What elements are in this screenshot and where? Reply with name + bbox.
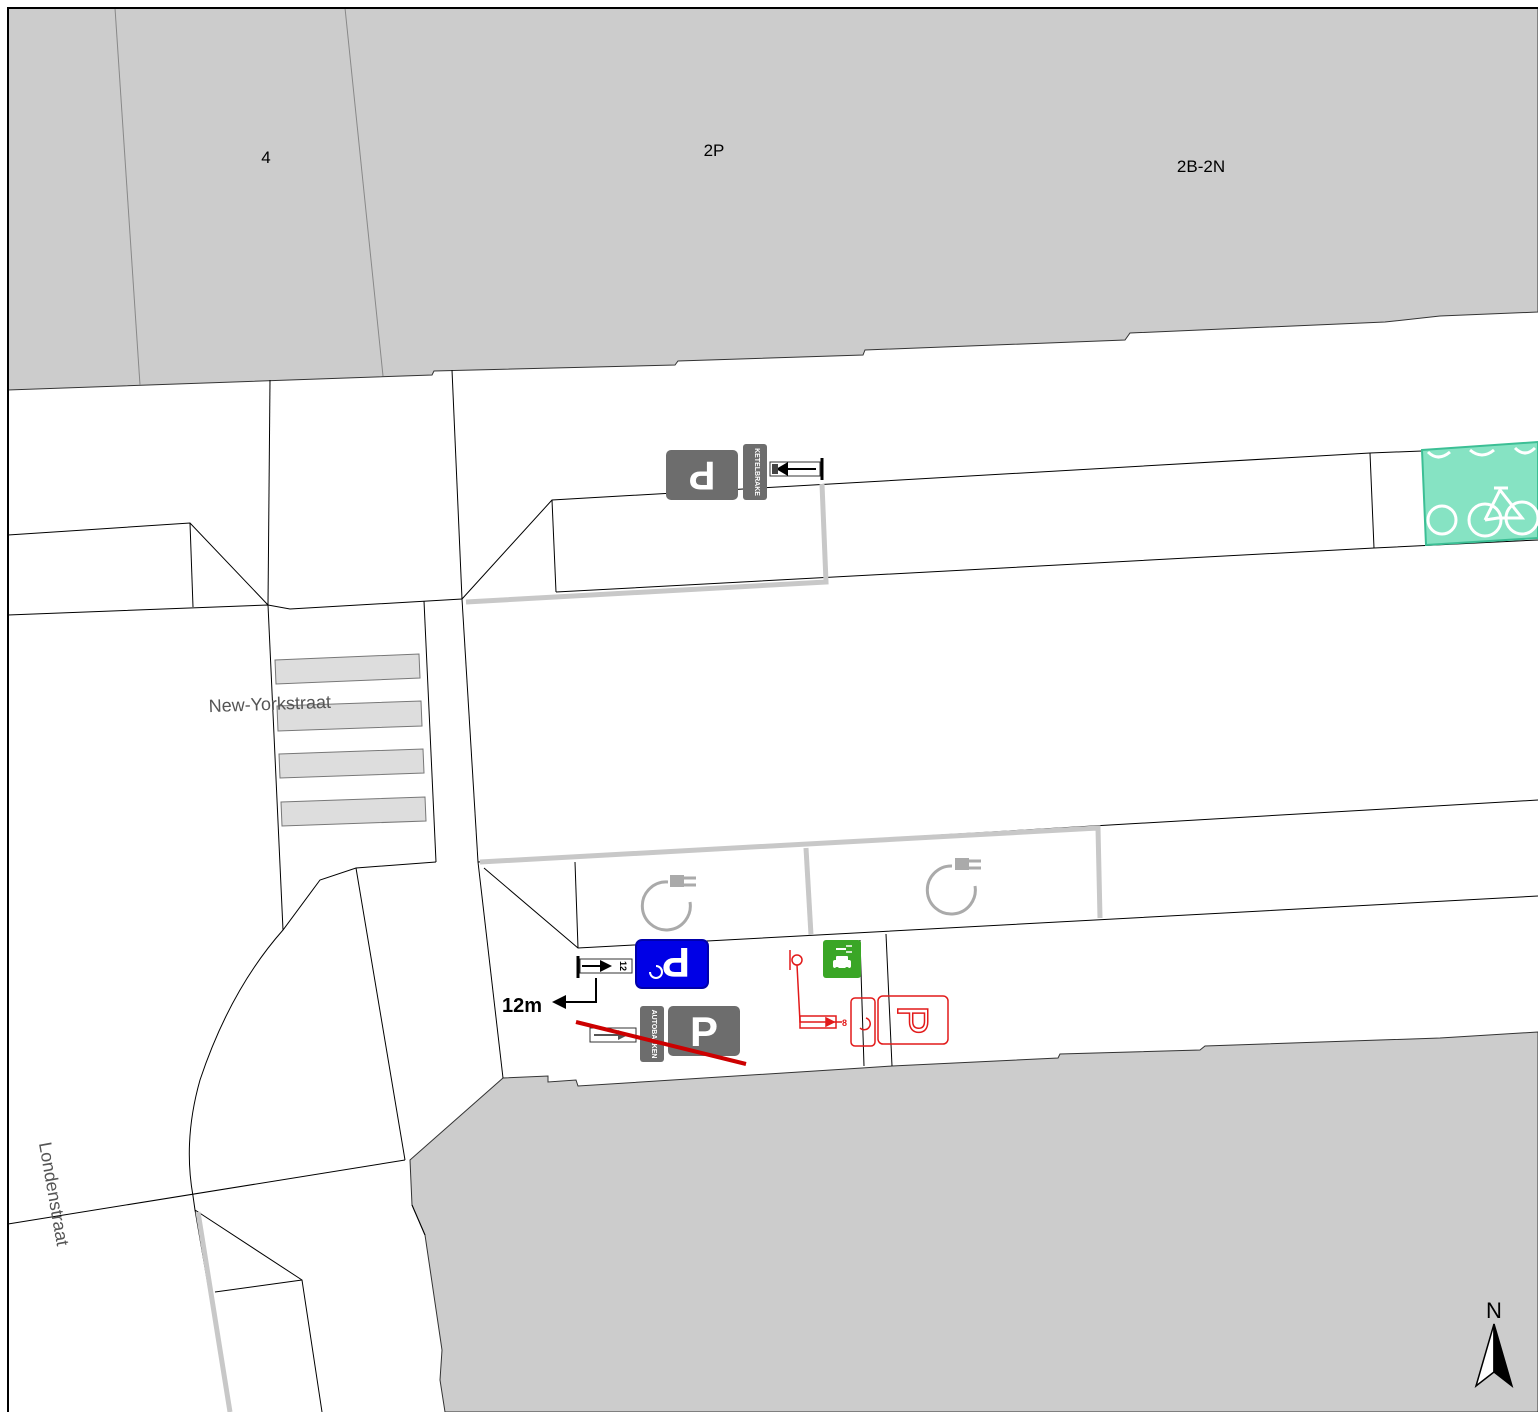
- ev-charging-icon: [823, 940, 861, 978]
- parcel-label-2b-2n: 2B-2N: [1177, 157, 1225, 176]
- street-label-new-yorkstraat: New-Yorkstraat: [208, 692, 331, 716]
- lower-sign-text: AUTOBALKEN: [650, 1010, 657, 1059]
- bicycle-icon: [1426, 446, 1538, 538]
- svg-text:P: P: [662, 939, 690, 986]
- parking-sign-top: P KETELBRAKE: [666, 444, 824, 500]
- ev-charge-marking-2: [925, 858, 981, 916]
- bike-parking-zone: [1420, 440, 1538, 547]
- parking-sign-removed: P AUTOBALKEN: [575, 1006, 747, 1066]
- ev-charge-marking-1: [640, 875, 696, 932]
- arrow-plate-lower: [589, 1027, 637, 1043]
- building-block-south: [409, 1031, 1538, 1412]
- svg-text:P: P: [888, 1005, 937, 1034]
- curb-lines: [195, 483, 1103, 1412]
- north-arrow-icon: N: [1474, 1298, 1514, 1389]
- road-outlines: [7, 369, 1538, 1412]
- svg-text:P: P: [689, 453, 716, 497]
- plate-left-number: 12: [618, 961, 628, 971]
- strike-line: [575, 1020, 747, 1066]
- north-label: N: [1486, 1298, 1502, 1323]
- distance-label: 12m: [502, 995, 542, 1017]
- arrow-plate-top: [769, 458, 824, 480]
- parcel-label-2p: 2P: [704, 141, 725, 160]
- parking-sign-proposed: 8 P: [789, 950, 949, 1047]
- map-frame: [7, 7, 1538, 1412]
- street-label-londenstraat: Londenstraat: [35, 1140, 73, 1247]
- top-sign-text: KETELBRAKE: [753, 448, 760, 496]
- svg-text:P: P: [690, 1008, 718, 1055]
- plate-right-number: 8: [842, 1018, 847, 1028]
- arrow-plate-left: 12: [576, 956, 633, 978]
- crosswalk: [274, 653, 427, 827]
- building-block-north: [7, 7, 1538, 391]
- parcel-label-4: 4: [261, 148, 270, 167]
- parking-sign-blue: P 12 12m: [502, 939, 709, 1017]
